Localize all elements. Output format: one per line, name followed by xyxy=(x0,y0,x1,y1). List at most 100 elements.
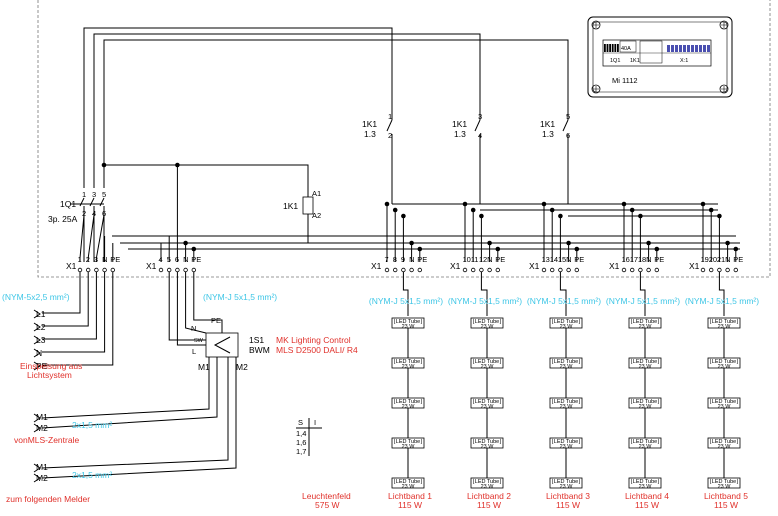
lamp-name: ⌊LED Tube⌋ xyxy=(552,438,581,445)
terminal-number: PE xyxy=(110,255,120,264)
bus-arrow xyxy=(33,423,41,433)
led-tube-lamp xyxy=(470,397,504,409)
sensor-bus-m2: M2 xyxy=(236,362,248,372)
lamp-name: ⌊LED Tube⌋ xyxy=(631,318,660,325)
sensor-name: 1S1 xyxy=(249,335,264,345)
band-power: 115 W xyxy=(556,500,580,510)
led-tube-lamp xyxy=(628,397,662,409)
lamp-power: 23 W xyxy=(639,484,653,490)
bus-m1-a xyxy=(41,357,210,419)
led-tube-lamp xyxy=(391,357,425,369)
terminal-strip-label: X1 xyxy=(689,261,700,271)
band-name: Lichtband 3 xyxy=(546,491,590,501)
junction-dot xyxy=(495,246,501,252)
feed-cable: (NYM-5x2,5 mm²) xyxy=(2,292,70,302)
lamp-power: 23 W xyxy=(639,444,653,450)
feed-caption-1: Einspeisung aus xyxy=(20,361,82,371)
terminal-screw xyxy=(621,267,627,273)
terminal-number: 18 xyxy=(638,255,646,264)
terminal-number: 16 xyxy=(622,255,630,264)
terminal-number: 1 xyxy=(78,255,82,264)
band-feed xyxy=(559,272,567,316)
feed-arrow xyxy=(33,335,41,345)
lamp-power: 23 W xyxy=(481,324,495,330)
coil-a1: A1 xyxy=(312,189,321,198)
motion-sensor-1s1: (NYM-J 5x1,5 mm²) PE N SW L 1S1 BWM MK L… xyxy=(191,292,358,372)
breaker-term-top-5: 5 xyxy=(102,190,106,199)
din-module xyxy=(695,45,698,52)
terminal-number: 11 xyxy=(471,255,479,264)
din-bar xyxy=(604,44,606,52)
lamp-power: 23 W xyxy=(560,324,574,330)
breaker-spec: 3p. 25A xyxy=(48,214,78,224)
lamp-power: 23 W xyxy=(402,404,416,410)
bus-arrow xyxy=(33,473,41,483)
lamp-power: 23 W xyxy=(718,364,732,370)
junction-dot xyxy=(417,246,423,252)
led-tube-lamp xyxy=(549,397,583,409)
lamp-name: ⌊LED Tube⌋ xyxy=(710,358,739,365)
led-tube-lamp xyxy=(707,437,741,449)
lamp-power: 23 W xyxy=(402,324,416,330)
junction-dot xyxy=(654,246,660,252)
terminal-number: PE xyxy=(191,255,201,264)
sensor-cable: (NYM-J 5x1,5 mm²) xyxy=(203,292,277,302)
junction-dot xyxy=(621,201,627,207)
lamp-name: ⌊LED Tube⌋ xyxy=(394,478,423,485)
lamp-name: ⌊LED Tube⌋ xyxy=(710,478,739,485)
contact-1-bot: 2 xyxy=(388,131,392,140)
breaker-to-x1 xyxy=(87,214,95,262)
terminal-strip-label: X1 xyxy=(609,261,620,271)
din-module xyxy=(707,45,710,52)
junction-dot xyxy=(700,201,706,207)
band-feed xyxy=(480,272,488,316)
terminal-screw xyxy=(550,267,555,273)
legend-h1: S xyxy=(298,418,303,427)
panel-title: Mi 1112 xyxy=(612,76,638,85)
band-name: Lichtband 1 xyxy=(388,491,432,501)
breaker-to-x1 xyxy=(95,214,105,262)
breaker-term-bot-2: 2 xyxy=(82,209,86,218)
breaker-term-bot-4: 4 xyxy=(92,209,96,218)
panel-cell-1: 40A xyxy=(621,46,631,52)
terminal-screw xyxy=(558,267,563,273)
junction-dot xyxy=(401,213,406,219)
contact-3-name: 1K1 xyxy=(540,119,555,129)
bus-1-caption: vonMLS-Zentrale xyxy=(14,435,79,445)
din-bar xyxy=(617,44,619,52)
contact-3-bot: 6 xyxy=(566,131,570,140)
junction-dot xyxy=(409,240,414,246)
contact-3-ref: 1.3 xyxy=(542,129,554,139)
lamp-power: 23 W xyxy=(718,324,732,330)
panel-cell-3: 1K1 xyxy=(630,58,640,64)
sensor-l xyxy=(176,272,206,346)
bus-1-cable: 2x1,5 mm² xyxy=(72,420,112,430)
bus-links: M1 M2 2x1,5 mm² vonMLS-Zentrale M1 M2 2x… xyxy=(6,412,112,504)
band-feed xyxy=(402,272,409,316)
sensor-pe xyxy=(193,272,223,333)
junction-dot xyxy=(462,201,468,207)
power-feed: (NYM-5x2,5 mm²) L1 L2 L3 N PE Einspeisun… xyxy=(2,292,82,380)
led-tube-lamp xyxy=(470,437,504,449)
bus-2-caption: zum folgenden Melder xyxy=(6,494,90,504)
band-cable: (NYM-J 5x1,5 mm²) xyxy=(527,296,601,306)
contact-2-top: 3 xyxy=(478,112,482,121)
terminal-screw xyxy=(700,267,706,273)
lamp-name: ⌊LED Tube⌋ xyxy=(710,438,739,445)
legend-row-1: 1,4 xyxy=(296,429,306,438)
bus-1-m2: M2 xyxy=(36,423,48,433)
led-tube-lamp xyxy=(707,477,741,489)
lamp-name: ⌊LED Tube⌋ xyxy=(552,398,581,405)
led-tube-lamp xyxy=(549,357,583,369)
breaker-name: 1Q1 xyxy=(60,199,76,209)
bus-arrow xyxy=(33,413,41,423)
band-cable: (NYM-J 5x1,5 mm²) xyxy=(448,296,522,306)
wires xyxy=(33,27,740,483)
lamp-columns: (NYM-J 5x1,5 mm²)⌊LED Tube⌋23 W⌊LED Tube… xyxy=(369,296,759,510)
contactor-contacts: 1K1 1.3 1 2 1K1 1.3 3 4 1K1 1.3 5 6 xyxy=(362,112,570,140)
terminal-screw xyxy=(541,267,547,273)
field-power: 575 W xyxy=(315,500,340,510)
wire-l1-top xyxy=(83,27,393,188)
terminal-number: PE xyxy=(574,255,584,264)
terminal-screw xyxy=(630,267,635,273)
